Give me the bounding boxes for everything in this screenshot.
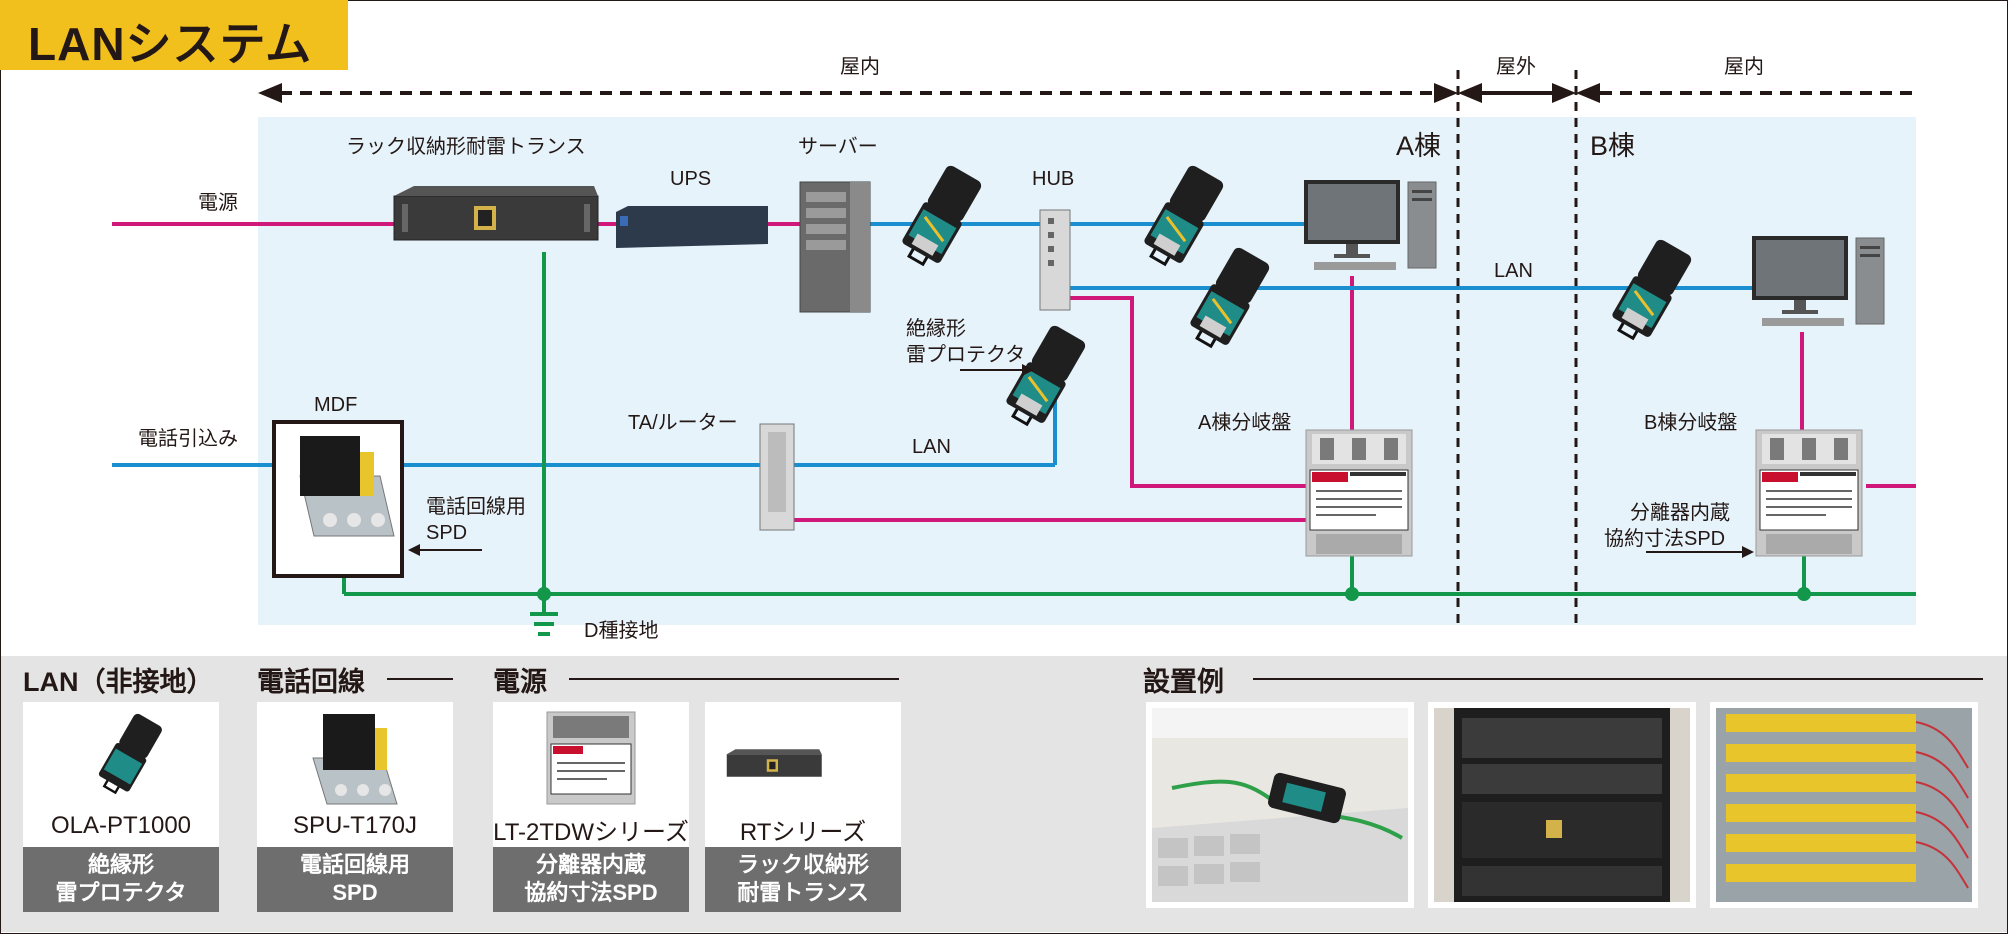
protector-thumb xyxy=(98,713,162,795)
product-desc-2a: 電話回線用 xyxy=(299,852,410,877)
product-model-4: RTシリーズ xyxy=(739,819,867,846)
product-desc-1a: 絶縁形 xyxy=(87,852,154,877)
label-rack-trans: ラック収納形耐雷トランス xyxy=(346,136,586,158)
product-model-1: OLA-PT1000 xyxy=(50,812,192,839)
product-card-rack-trans: RTシリーズ ラック収納形 耐雷トランス xyxy=(705,702,901,912)
legend-power-rule xyxy=(569,678,899,680)
product-desc-2b: SPD xyxy=(332,880,378,905)
label-phone-in: 電話引込み xyxy=(138,428,238,450)
panel-a xyxy=(1305,429,1413,557)
building-a-label: A棟 xyxy=(1396,131,1442,161)
product-desc-4b: 耐雷トランス xyxy=(737,880,869,905)
install-photo-2-img xyxy=(1434,708,1690,902)
power-lines xyxy=(112,222,1916,522)
install-photo-3 xyxy=(1710,702,1978,908)
product-desc-1b: 雷プロテクタ xyxy=(55,880,187,905)
product-card-panel-spd: LT-2TDWシリーズ 分離器内蔵 協約寸法SPD xyxy=(493,702,689,912)
legend-phone-title: 電話回線 xyxy=(257,667,365,697)
zone-indoor-left: 屋内 xyxy=(840,56,880,78)
product-card-phone-spd: SPU-T170J 電話回線用 SPD xyxy=(257,702,453,912)
mdf-block xyxy=(299,436,395,537)
install-photo-1 xyxy=(1146,702,1414,908)
zone-indoor-right: 屋内 xyxy=(1724,56,1764,78)
label-lan-2: LAN xyxy=(1494,260,1533,282)
label-protector-1: 絶縁形 xyxy=(906,318,966,340)
product-desc-3: 分離器内蔵 協約寸法SPD xyxy=(493,847,689,912)
ground-node-3 xyxy=(1797,587,1811,601)
label-mdf: MDF xyxy=(314,394,358,416)
legend-install-rule xyxy=(1253,678,1983,680)
ta-router-unit xyxy=(759,423,795,531)
panel-b xyxy=(1755,429,1863,557)
label-ground: D種接地 xyxy=(584,620,659,642)
label-sep-1: 分離器内蔵 xyxy=(1630,502,1730,524)
hub-unit xyxy=(1039,209,1071,311)
label-phone-spd-1: 電話回線用 xyxy=(426,496,526,518)
product-desc-1: 絶縁形 雷プロテクタ xyxy=(23,847,219,912)
product-desc-4a: ラック収納形 xyxy=(736,852,869,877)
legend-install-title: 設置例 xyxy=(1143,667,1224,697)
ups-unit xyxy=(616,206,768,248)
ground-node-2 xyxy=(1345,587,1359,601)
label-server: サーバー xyxy=(798,136,878,158)
label-lan-1: LAN xyxy=(912,436,951,458)
label-ups: UPS xyxy=(670,168,712,190)
product-desc-4: ラック収納形 耐雷トランス xyxy=(705,847,901,912)
label-b-panel: B棟分岐盤 xyxy=(1644,412,1738,434)
label-a-panel: A棟分岐盤 xyxy=(1198,412,1292,434)
ground-node-1 xyxy=(537,587,551,601)
lan-system-diagram: LANシステム xyxy=(0,0,1916,642)
label-phone-spd-2: SPD xyxy=(426,522,468,544)
diagram-canvas xyxy=(112,70,1916,636)
product-model-3: LT-2TDWシリーズ xyxy=(493,819,689,846)
legend-phone-rule xyxy=(387,678,453,680)
callout-arrows xyxy=(408,364,1754,558)
building-b-label: B棟 xyxy=(1590,131,1636,161)
install-photo-3-img xyxy=(1716,708,1972,902)
zone-arrows xyxy=(258,83,1916,103)
rack-trans-thumb xyxy=(726,749,822,777)
label-hub: HUB xyxy=(1032,168,1075,190)
label-ta-router: TA/ルーター xyxy=(628,412,738,434)
label-sep-2: 協約寸法SPD xyxy=(1604,528,1726,550)
phone-spd-thumb xyxy=(312,714,398,805)
label-power: 電源 xyxy=(198,192,238,214)
page-title: LANシステム xyxy=(28,18,313,70)
legend-power-title: 電源 xyxy=(493,667,547,697)
legend-lan-title: LAN（非接地） xyxy=(23,667,214,697)
product-desc-3b: 協約寸法SPD xyxy=(524,880,658,905)
server-unit xyxy=(799,181,871,313)
install-photo-2 xyxy=(1428,702,1696,908)
install-photo-1-img xyxy=(1152,708,1408,902)
product-desc-2: 電話回線用 SPD xyxy=(257,847,453,912)
product-desc-3a: 分離器内蔵 xyxy=(535,852,646,877)
zone-outdoor: 屋外 xyxy=(1496,56,1536,78)
panel-spd-thumb xyxy=(546,711,636,805)
product-card-protector: OLA-PT1000 絶縁形 雷プロテクタ xyxy=(23,702,219,912)
legend-area: LAN（非接地） 電話回線 電源 設置例 OLA-PT1000 絶縁形 雷プロテ… xyxy=(1,656,2007,932)
rack-transformer xyxy=(393,186,599,241)
label-protector-2: 雷プロテクタ xyxy=(906,344,1026,366)
title-banner: LANシステム xyxy=(0,0,348,70)
product-model-2: SPU-T170J xyxy=(292,812,418,839)
